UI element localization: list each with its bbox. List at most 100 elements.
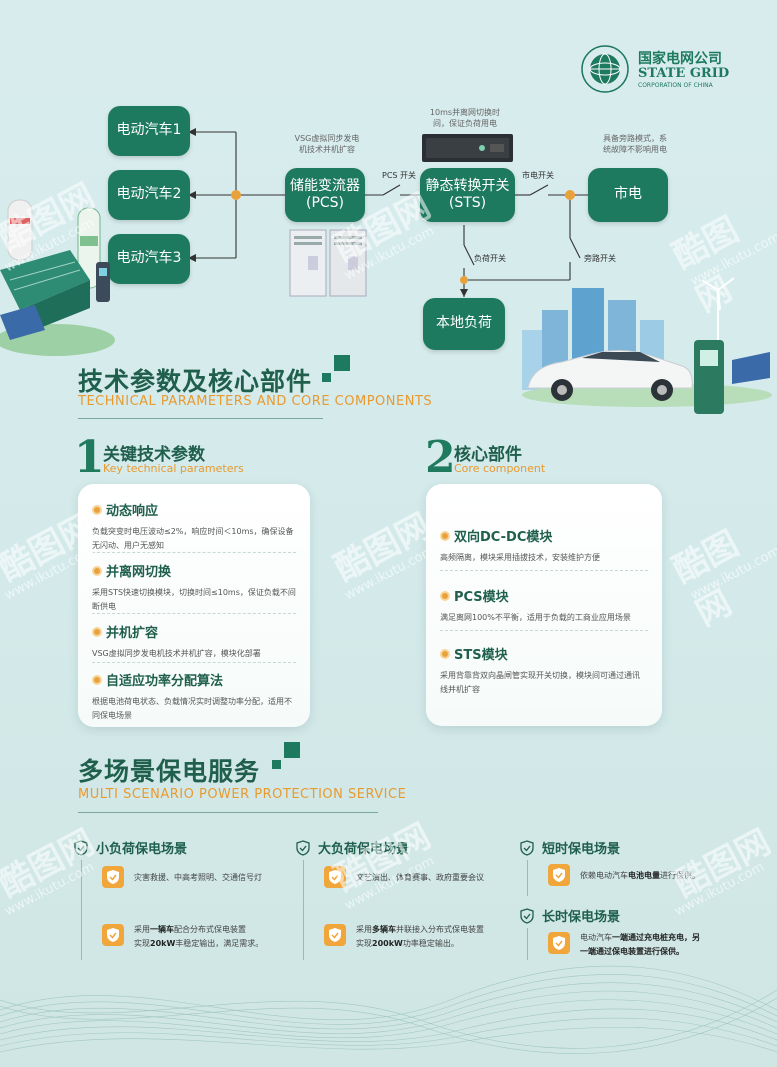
divider [92,613,296,614]
divider [440,570,648,571]
globe-logo-icon [581,45,629,93]
scenario-text: 灾害救援、中高考照明、交通信号灯 [134,873,262,882]
bullet-icon [92,626,102,637]
pcs-node: 储能变流器 (PCS) [285,168,365,222]
logo-en: STATE GRID [638,66,730,81]
param-title: 并机扩容 [106,626,159,641]
left-title-en: Key technical parameters [103,462,244,475]
component-item: STS模块 采用背靠背双向晶闸管实现开关切换，模块间可通过通讯 线并机扩容 [440,644,648,696]
param-title: 自适应功率分配算法 [106,674,224,689]
tech-title-rule [78,418,323,419]
timeline-line [303,860,304,960]
pcs-cabinet-illustration [289,229,367,297]
scenario-title: 大负荷保电场景 [318,842,410,857]
ev1-node: 电动汽车1 [108,106,190,156]
timeline-line [81,860,82,960]
core-components-card: 双向DC-DC模块 高频隔离，模块采用插拔技术，安装维护方便 PCS模块 满足离… [426,484,662,726]
state-grid-logo: 国家电网公司 STATE GRID CORPORATION OF CHINA [580,44,730,94]
component-title: 双向DC-DC模块 [454,530,553,545]
wave-decoration [0,965,777,1054]
sw-grid-label: 市电开关 [522,171,554,180]
note-vsg: VSG虚拟同步发电 机技术并机扩容 [294,134,360,154]
shield-badge-icon [324,924,346,946]
param-desc: VSG虚拟同步发电机技术并机扩容，模块化部署 [92,649,261,658]
scenario-text: 采用一辆车配合分布式保电装置 实现20kW丰稳定输出，满足需求。 [134,925,264,948]
component-item: 双向DC-DC模块 高频隔离，模块采用插拔技术，安装维护方便 [440,526,648,565]
param-desc: 采用STS快速切换模块，切换时间≤10ms，保证负载不间 断供电 [92,588,296,611]
divider [92,662,296,663]
param-item: 并离网切换 采用STS快速切换模块，切换时间≤10ms，保证负载不间 断供电 [92,561,296,613]
param-desc: 根据电池荷电状态、负载情况实时调整功率分配，适用不 同保电场景 [92,697,292,720]
divider [92,552,296,553]
scenario-text: 电动汽车一端通过充电桩充电，另 一端通过保电装置进行保供。 [580,933,700,956]
city-car-illustration [522,277,772,414]
bullet-icon [92,504,102,515]
load-node: 本地负荷 [423,298,505,350]
scenario-title: 短时保电场景 [542,842,621,857]
scenario-text: 文艺演出、体育赛事、政府重要会议 [356,873,484,882]
service-section-title: 多场景保电服务 [78,757,261,786]
scenario-short-term: 短时保电场景 [520,838,620,857]
param-title: 动态响应 [106,504,159,519]
left-number: 1 [74,432,105,483]
scenario-title: 长时保电场景 [542,910,621,925]
component-title: STS模块 [454,648,508,663]
title-square-icon [322,355,350,382]
divider [440,630,648,631]
right-number: 2 [425,432,456,483]
sw-pcs-label: PCS 开关 [382,171,417,180]
note-bypass: 具备旁路模式，系 统故障不影响用电 [603,134,667,154]
service-section-subtitle: MULTI SCENARIO POWER PROTECTION SERVICE [78,787,407,802]
shield-check-icon [74,839,88,856]
sts-node: 静态转换开关 (STS) [420,168,515,222]
ev2-node: 电动汽车2 [108,170,190,220]
shield-check-icon [296,839,310,856]
scenario-large-load: 大负荷保电场景 [296,838,409,857]
scenario-text: 采用多辆车并联接入分布式保电装置 实现200kW功率稳定输出。 [356,925,484,948]
title-square-icon [272,742,300,769]
param-item: 动态响应 负载突变时电压波动≤2%，响应时间＜10ms，确保设备 无闪动、用户无… [92,500,296,552]
component-desc: 采用背靠背双向晶闸管实现开关切换，模块间可通过通讯 线并机扩容 [440,671,640,694]
bullet-icon [440,648,450,659]
param-title: 并离网切换 [106,565,172,580]
sw-bypass-label: 旁路开关 [584,254,616,263]
bullet-icon [440,590,450,601]
component-desc: 满足离网100%不平衡，适用于负载的工商业应用场景 [440,613,631,622]
bullet-icon [92,565,102,576]
shield-badge-icon [102,924,124,946]
param-desc: 负载突变时电压波动≤2%，响应时间＜10ms，确保设备 无闪动、用户无感知 [92,527,294,550]
tech-section-title: 技术参数及核心部件 [78,367,313,396]
sts-device-illustration [422,134,513,162]
component-desc: 高频隔离，模块采用插拔技术，安装维护方便 [440,553,600,562]
diagram-lines [188,128,588,297]
scenario-text: 依赖电动汽车电池电量进行保供。 [580,871,700,880]
timeline-line [527,928,528,960]
logo-en-sub: CORPORATION OF CHINA [638,82,713,89]
shield-check-icon [520,839,534,856]
component-item: PCS模块 满足离网100%不平衡，适用于负载的工商业应用场景 [440,586,648,625]
scenario-title: 小负荷保电场景 [96,842,188,857]
timeline-line [527,860,528,896]
scenario-small-load: 小负荷保电场景 [74,838,187,857]
energy-storage-illustration [0,199,115,356]
right-title: 核心部件 [454,445,522,465]
component-title: PCS模块 [454,590,509,605]
service-title-rule [78,812,378,813]
scenario-long-term: 长时保电场景 [520,906,620,925]
key-params-card: 动态响应 负载突变时电压波动≤2%，响应时间＜10ms，确保设备 无闪动、用户无… [78,484,310,727]
ev3-node: 电动汽车3 [108,234,190,284]
grid-node: 市电 [588,168,668,222]
left-title: 关键技术参数 [103,445,205,465]
shield-badge-icon [102,866,124,888]
right-title-en: Core component [454,462,546,475]
param-item: 自适应功率分配算法 根据电池荷电状态、负载情况实时调整功率分配，适用不 同保电场… [92,670,296,722]
param-item: 并机扩容 VSG虚拟同步发电机技术并机扩容，模块化部署 [92,622,296,661]
sw-load-label: 负荷开关 [474,254,506,263]
bullet-icon [440,530,450,541]
note-10ms: 10ms并离网切换时 间，保证负荷用电 [429,108,501,128]
shield-badge-icon [548,864,570,886]
logo-cn: 国家电网公司 [638,51,722,67]
shield-badge-icon [324,866,346,888]
bullet-icon [92,674,102,685]
shield-check-icon [520,907,534,924]
